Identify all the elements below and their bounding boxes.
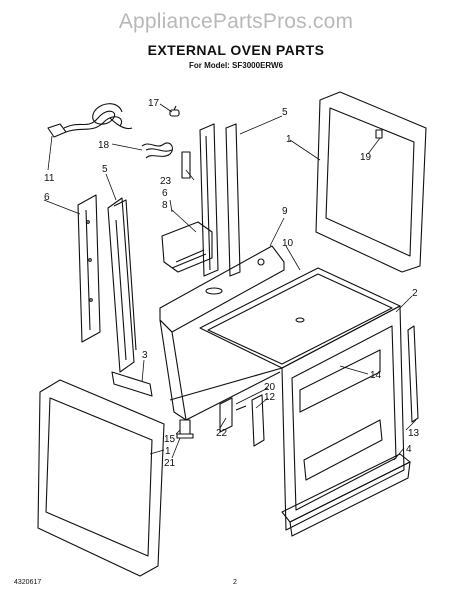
callout-15: 15 <box>164 434 176 445</box>
callout-1-lower: 1 <box>165 446 171 457</box>
main-cabinet-body <box>169 305 405 531</box>
watermark: AppliancePartsPros.com <box>118 10 354 33</box>
right-side-panel <box>315 91 427 273</box>
diagram-title: EXTERNAL OVEN PARTS <box>147 42 325 58</box>
callout-6: 6 <box>44 192 50 203</box>
cooktop-main-panel <box>199 267 401 369</box>
power-cord-part <box>47 103 133 138</box>
wiring-harness-part <box>141 142 173 159</box>
callout-2: 2 <box>412 288 418 299</box>
lower-bracket <box>111 371 153 397</box>
callout-19: 19 <box>360 152 372 163</box>
top-access-panel <box>159 245 285 333</box>
callout-6-rear: 6 <box>162 188 168 199</box>
callout-4: 4 <box>406 444 412 455</box>
callout-5-left: 5 <box>102 164 108 175</box>
callout-14: 14 <box>370 370 382 381</box>
leader-lines <box>43 103 417 461</box>
callout-5: 5 <box>282 107 288 118</box>
rear-frame-column <box>199 123 241 277</box>
callout-1: 1 <box>286 134 292 145</box>
callout-3: 3 <box>142 350 148 361</box>
callout-20: 20 <box>264 382 276 393</box>
part-23-bracket <box>181 151 191 179</box>
model-subtitle: For Model: SF3000ERW6 <box>188 61 284 70</box>
part-number-code: 4320617 <box>14 579 42 586</box>
left-side-outer-panel <box>37 379 165 577</box>
left-side-panel <box>77 194 101 343</box>
leveling-leg <box>176 419 194 439</box>
callout-9: 9 <box>282 206 288 217</box>
hinge-parts <box>219 394 265 447</box>
callout-11: 11 <box>44 173 55 184</box>
callout-21: 21 <box>164 458 176 469</box>
toe-kick-base <box>281 453 411 537</box>
callout-12: 12 <box>264 392 276 403</box>
callout-13: 13 <box>408 428 420 439</box>
callout-17: 17 <box>148 98 160 109</box>
callout-18: 18 <box>98 140 110 151</box>
callout-22: 22 <box>216 428 228 439</box>
side-trim-strip <box>407 325 419 423</box>
page-number: 2 <box>233 579 237 586</box>
callout-8: 8 <box>162 200 168 211</box>
part-17-screw <box>169 105 180 117</box>
vent-duct-part <box>161 221 213 273</box>
left-front-frame <box>107 197 137 373</box>
callout-23: 23 <box>160 176 172 187</box>
callout-10: 10 <box>282 238 294 249</box>
callout-labels: 17 5 1 18 19 11 6 5 23 6 8 9 10 2 3 14 2… <box>44 98 420 469</box>
